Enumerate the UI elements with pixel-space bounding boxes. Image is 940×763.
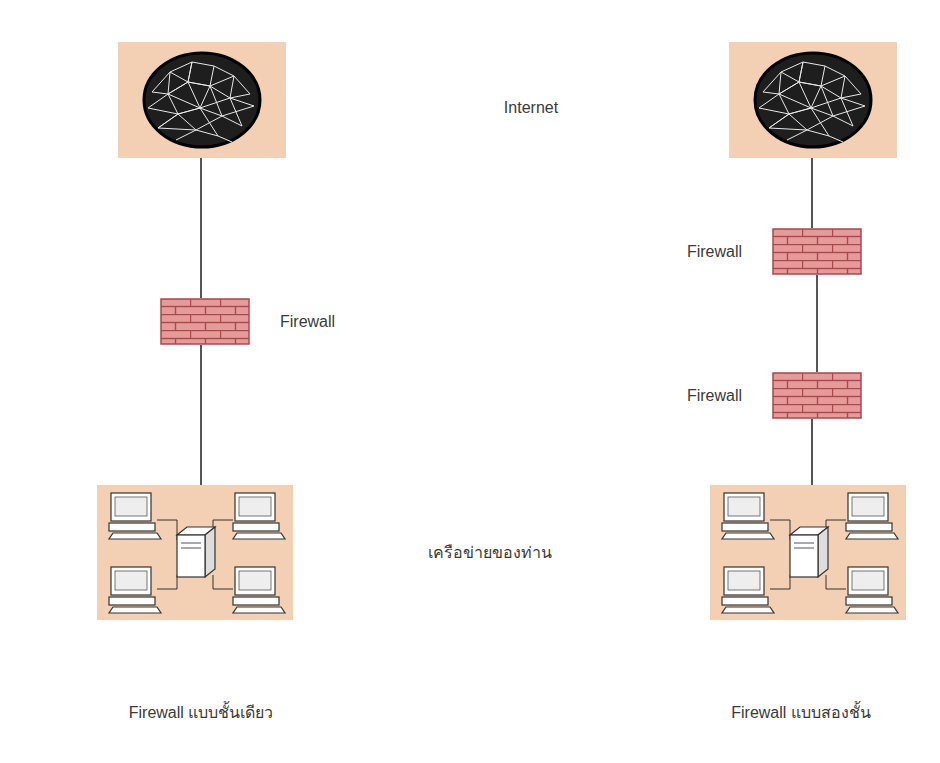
firewall-bricks [772, 228, 862, 275]
firewall-node: Firewall [772, 372, 862, 419]
center-label: เครือข่ายของท่าน [428, 543, 552, 562]
firewall-bricks [160, 298, 250, 345]
internet-globe [118, 42, 286, 158]
firewall-label: Firewall [687, 386, 742, 405]
lan-group [97, 485, 293, 620]
caption-label: Firewall แบบชั้นเดียว [129, 703, 274, 722]
lan-group [710, 485, 906, 620]
firewall-label: Firewall [280, 312, 335, 331]
internet-globe [729, 42, 897, 158]
firewall-node: Firewall [772, 228, 862, 275]
center-label: Internet [504, 98, 558, 117]
wire [201, 158, 812, 485]
firewall-label: Firewall [687, 242, 742, 261]
firewall-node: Firewall [160, 298, 250, 345]
connector-line [816, 275, 818, 372]
firewall-bricks [772, 372, 862, 419]
caption-label: Firewall แบบสองชั้น [731, 703, 871, 722]
